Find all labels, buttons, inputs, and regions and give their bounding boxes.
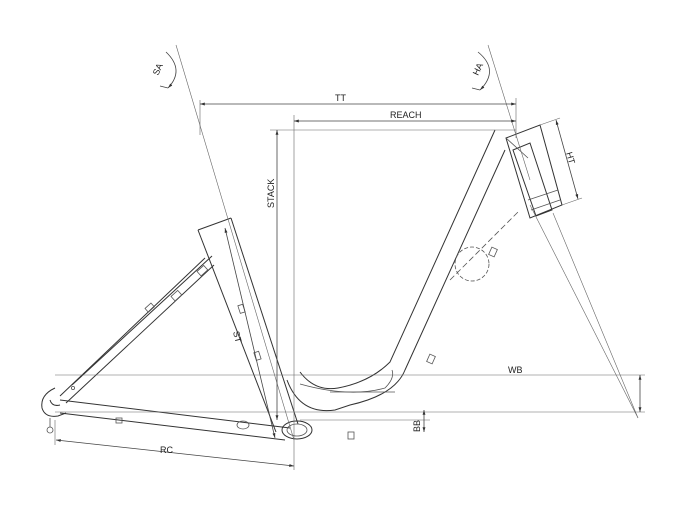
dimension-bb: BB bbox=[412, 410, 426, 432]
chain-stays bbox=[59, 399, 291, 441]
dimension-rc: RC bbox=[55, 439, 295, 467]
angle-sa: SA bbox=[151, 51, 177, 89]
dimension-wb: WB bbox=[508, 365, 642, 412]
label-st: ST bbox=[231, 330, 244, 344]
seat-stays bbox=[59, 255, 215, 404]
label-ht: HT bbox=[564, 151, 577, 166]
label-stack: STACK bbox=[266, 179, 276, 208]
label-reach: REACH bbox=[390, 110, 422, 120]
angle-ha: HA bbox=[471, 51, 490, 91]
dimension-reach: REACH bbox=[294, 110, 516, 123]
bottom-bracket bbox=[281, 420, 355, 440]
head-tube bbox=[505, 124, 639, 419]
dimension-st: ST bbox=[224, 227, 276, 439]
label-rc: RC bbox=[160, 445, 173, 455]
down-tube bbox=[286, 129, 521, 412]
label-ha: HA bbox=[471, 61, 485, 77]
dimension-tt: TT bbox=[200, 93, 516, 106]
label-wb: WB bbox=[508, 365, 523, 375]
bike-frame bbox=[41, 124, 639, 441]
rear-dropout bbox=[41, 385, 76, 434]
label-bb: BB bbox=[412, 420, 422, 432]
label-tt: TT bbox=[335, 93, 346, 103]
dimension-ht: HT bbox=[539, 117, 583, 206]
construction-lines bbox=[54, 44, 645, 470]
dimension-stack: STACK bbox=[266, 130, 279, 420]
label-sa: SA bbox=[151, 62, 165, 77]
